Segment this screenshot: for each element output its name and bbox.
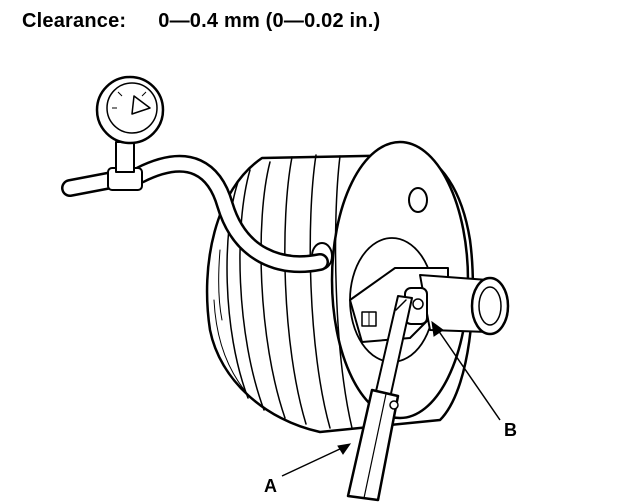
vacuum-hose-icon [61,154,329,274]
pressure-gauge-icon [95,75,165,191]
callout-a-label: A [264,476,277,496]
callout-b-label: B [504,420,517,440]
clearance-spec: Clearance: 0—0.4 mm (0—0.02 in.) [22,10,380,33]
clearance-label: Clearance: [22,10,127,32]
clearance-value: 0—0.4 mm (0—0.02 in.) [158,10,381,32]
gauge-tool-icon [346,295,413,502]
callout-leaders [281,320,501,477]
